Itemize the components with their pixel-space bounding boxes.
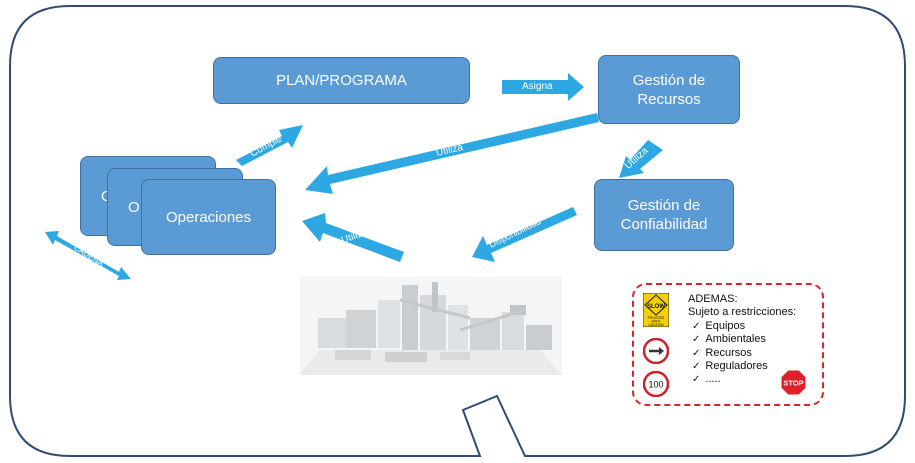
restriction-item: Recursos <box>688 347 796 360</box>
cumple-arrow <box>236 125 303 166</box>
asigna-arrow <box>502 73 584 101</box>
speed-limit-text: 100 <box>648 380 663 390</box>
utiliza-arrow-bottom <box>302 213 404 262</box>
plan-programa-box: PLAN/PROGRAMA <box>213 57 470 104</box>
cadena-arrow <box>45 231 131 280</box>
restrictions-text: ADEMAS: Sujeto a restricciones: Equipos … <box>688 293 796 387</box>
gestion-recursos-line2: Recursos <box>637 90 701 108</box>
restrictions-title: ADEMAS: <box>688 293 738 305</box>
gestion-recursos-box: Gestión de Recursos <box>598 55 740 124</box>
operaciones-box: Operaciones <box>141 179 276 255</box>
plan-programa-label: PLAN/PROGRAMA <box>276 72 407 89</box>
slow-sign-sub3: CAUTION <box>648 323 664 327</box>
restriction-item: Reguladores <box>688 360 796 373</box>
disponibilidad-arrow <box>472 207 577 262</box>
restrictions-panel: SLOW PROCEED WITH CAUTION 100 STOP ADEMA… <box>632 283 824 406</box>
utiliza-arrow-right <box>619 140 663 178</box>
gestion-confiabilidad-line2: Confiabilidad <box>620 216 708 233</box>
arrow-sign-icon <box>643 338 669 364</box>
gestion-recursos-line1: Gestión de <box>632 71 706 89</box>
slow-sign-sub2: WITH <box>652 320 661 324</box>
restriction-item: ..... <box>688 373 796 386</box>
operaciones-middle-label: O <box>128 198 140 216</box>
restrictions-subtitle: Sujeto a restricciones: <box>688 306 797 319</box>
restriction-item: Equipos <box>688 320 796 333</box>
speed-limit-icon: 100 <box>643 371 669 397</box>
slow-sign-icon: SLOW PROCEED WITH CAUTION <box>643 293 669 327</box>
slow-sign-sub1: PROCEED <box>648 316 665 320</box>
gestion-confiabilidad-box: Gestión de Confiabilidad <box>594 179 734 251</box>
asigna-label: Asigna <box>522 81 553 92</box>
gestion-confiabilidad-line1: Gestión de <box>627 197 701 214</box>
operaciones-label: Operaciones <box>165 208 252 226</box>
restriction-item: Ambientales <box>688 333 796 346</box>
plant-image <box>300 277 562 375</box>
operaciones-back-label: O <box>101 188 113 205</box>
utiliza-arrow-top <box>305 113 599 194</box>
slow-sign-text: SLOW <box>647 304 665 310</box>
